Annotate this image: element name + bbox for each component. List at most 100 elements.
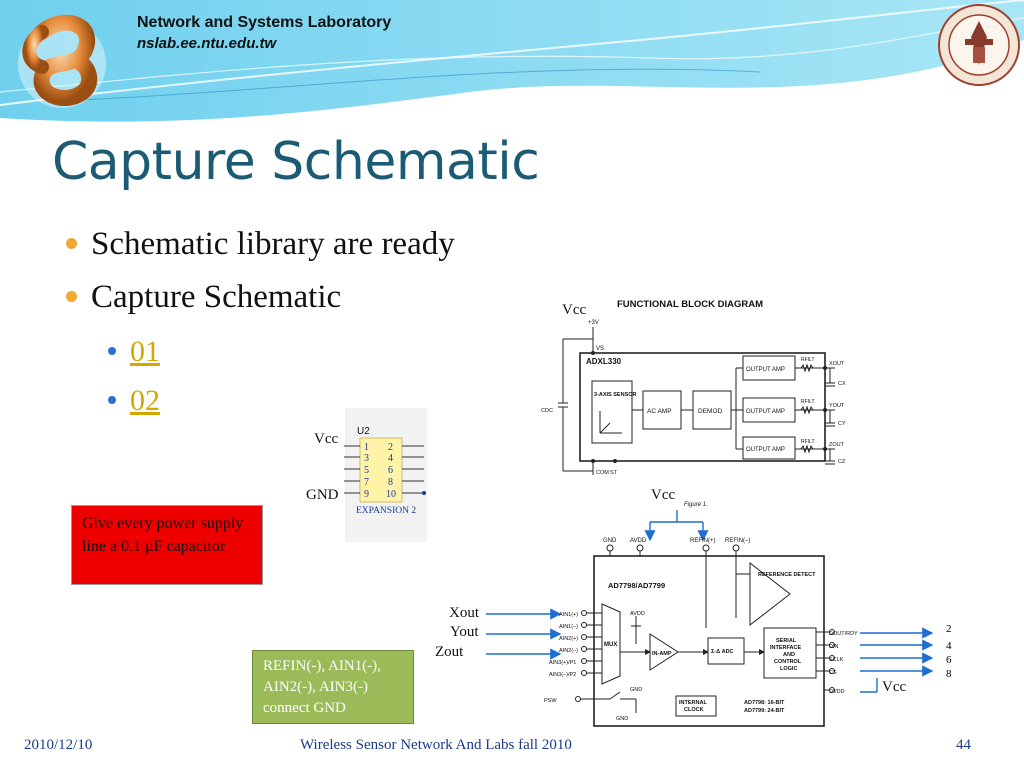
u2-pin-left: 5	[364, 465, 369, 476]
slide-title: Capture Schematic	[52, 132, 540, 192]
ad-output-pin: DVDD	[829, 689, 845, 695]
gnd-note: REFIN(-), AIN1(-), AIN2(-), AIN3(-) conn…	[252, 650, 414, 724]
link-02[interactable]: 02	[130, 384, 160, 417]
ad-gnd-bottom: GND	[616, 716, 628, 722]
ad-refin-minus: REFIN(–)	[725, 538, 750, 544]
ad-input-pin: AIN1(–)	[559, 624, 578, 630]
ad7798-block-diagram: GND AVDD REFIN(+) REFIN(–) AD7798/AD7799…	[544, 510, 858, 727]
adxl-yout: YOUT	[829, 403, 845, 409]
sub-bullet-item: 02	[108, 384, 160, 418]
ad-psw: PSW	[544, 698, 557, 704]
ad-output-pin: DIN	[829, 644, 839, 650]
footer-course: Wireless Sensor Network And Labs fall 20…	[300, 737, 572, 753]
adxl-output-amp: OUTPUT AMP	[746, 447, 785, 453]
label-zout: Zout	[435, 644, 464, 660]
ad-input-pin: AIN3(–)/P2	[549, 672, 576, 678]
ad-avdd-pin: AVDD	[630, 538, 647, 544]
ad-serial-line: AND	[783, 652, 795, 658]
lab-url: nslab.ee.ntu.edu.tw	[137, 35, 277, 52]
adxl-zout: ZOUT	[829, 442, 845, 448]
u2-ref: U2	[357, 426, 370, 437]
adxl-xout: XOUT	[829, 361, 845, 367]
ad-input-pin: AIN2(–)	[559, 648, 578, 654]
adxl-heading: FUNCTIONAL BLOCK DIAGRAM	[617, 299, 763, 310]
ad-serial-line: CONTROL	[774, 659, 802, 665]
ad-ref-detect: REFERENCE DETECT	[758, 572, 816, 578]
label-yout: Yout	[450, 624, 479, 640]
ad-serial-line: LOGIC	[780, 666, 797, 672]
u2-pin-right: 8	[388, 477, 393, 488]
signal-arrows	[486, 608, 934, 693]
label-gnd: GND	[306, 487, 339, 503]
label-xout: Xout	[449, 605, 479, 621]
adxl-rfilt: RFILT	[801, 439, 815, 445]
adxl-cz: CZ	[838, 459, 846, 465]
adxl-cx: CX	[838, 381, 846, 387]
label-vcc-connector: Vcc	[314, 431, 339, 447]
adxl-supply: +3V	[588, 320, 599, 326]
ad-in-amp: IN-AMP	[652, 651, 672, 657]
ad-bits-line: AD7799: 24-BIT	[744, 708, 785, 714]
bullet-item: Capture Schematic	[66, 279, 341, 316]
adxl-rfilt: RFILT	[801, 399, 815, 405]
adxl330-block-diagram: FUNCTIONAL BLOCK DIAGRAM +3V	[541, 299, 846, 508]
adxl-output-amp: OUTPUT AMP	[746, 409, 785, 415]
adxl-demod: DEMOD	[698, 408, 723, 415]
adxl-st: ST	[610, 470, 618, 476]
ad-gnd-inner: GND	[630, 687, 642, 693]
capacitor-note: Give every power supply line a 0.1 μF ca…	[71, 505, 263, 585]
label-pin-4: 4	[946, 640, 952, 652]
adxl-chip: ADXL330	[586, 357, 622, 366]
adxl-vs: VS	[596, 346, 604, 352]
label-pin-8: 8	[946, 668, 952, 680]
u2-pin-right: 2	[388, 442, 393, 453]
ad-serial-line: SERIAL	[776, 638, 797, 644]
adxl-figure: Figure 1.	[684, 502, 708, 508]
ad-mux: MUX	[604, 642, 617, 648]
ad-gnd-pin: GND	[603, 538, 617, 544]
adxl-ac-amp: AC AMP	[647, 408, 672, 415]
header-wave-banner	[0, 0, 1024, 122]
sub-bullet-item: 01	[108, 335, 160, 369]
bullet-item: Schematic library are ready	[66, 226, 455, 263]
ad-clock-line: CLOCK	[684, 707, 704, 713]
label-vcc-adxl: Vcc	[562, 302, 587, 318]
bullet-dot-icon	[66, 290, 77, 302]
label-vcc-dvdd: Vcc	[882, 679, 907, 695]
ad-input-pin: AIN2(+)	[559, 636, 578, 642]
ad-adc: Σ-Δ ADC	[711, 649, 734, 655]
u2-name: EXPANSION 2	[356, 506, 416, 516]
ad-output-pin: SCLK	[829, 657, 844, 663]
ad-input-pin: AIN1(+)	[559, 612, 578, 618]
university-seal	[938, 4, 1020, 86]
ad-avdd-inner: AVDD	[630, 611, 645, 617]
bullet-text: Capture Schematic	[91, 279, 342, 315]
adxl-output-amp: OUTPUT AMP	[746, 367, 785, 373]
adxl-cy: CY	[838, 421, 846, 427]
ad-refin-plus: REFIN(+)	[690, 538, 716, 544]
lab-name: Network and Systems Laboratory	[137, 14, 392, 31]
adxl-rfilt: RFILT	[801, 357, 815, 363]
u2-pin-right: 4	[388, 453, 393, 464]
u2-pin-left: 3	[364, 453, 369, 464]
ad-serial-line: INTERFACE	[770, 645, 802, 651]
ad-bits-line: AD7798: 16-BIT	[744, 700, 785, 706]
sub-bullet-dot-icon	[108, 347, 116, 356]
sub-bullet-dot-icon	[108, 396, 116, 405]
label-pin-2: 2	[946, 623, 952, 635]
u2-pin-left: 7	[364, 477, 369, 488]
footer-date: 2010/12/10	[24, 737, 93, 753]
adxl-cdc: CDC	[541, 408, 553, 414]
adxl-sensor: 3-AXIS SENSOR	[594, 392, 637, 398]
link-01[interactable]: 01	[130, 335, 160, 368]
ad-output-pin: DOUT/RDY	[829, 631, 858, 637]
ad-chip: AD7798/AD7799	[608, 581, 665, 590]
u2-pin-left: 1	[364, 442, 369, 453]
label-pin-6: 6	[946, 654, 952, 666]
u2-pin-left: 9	[364, 489, 369, 500]
u2-connector: U2 1 3 5 7 9 2 4 6 8 10 EXPANSION 2	[344, 426, 426, 516]
bullet-dot-icon	[66, 237, 77, 249]
bullet-text: Schematic library are ready	[91, 226, 455, 262]
ad-output-pin: CS	[829, 670, 837, 676]
ad-input-pin: AIN3(+)/P1	[549, 660, 576, 666]
